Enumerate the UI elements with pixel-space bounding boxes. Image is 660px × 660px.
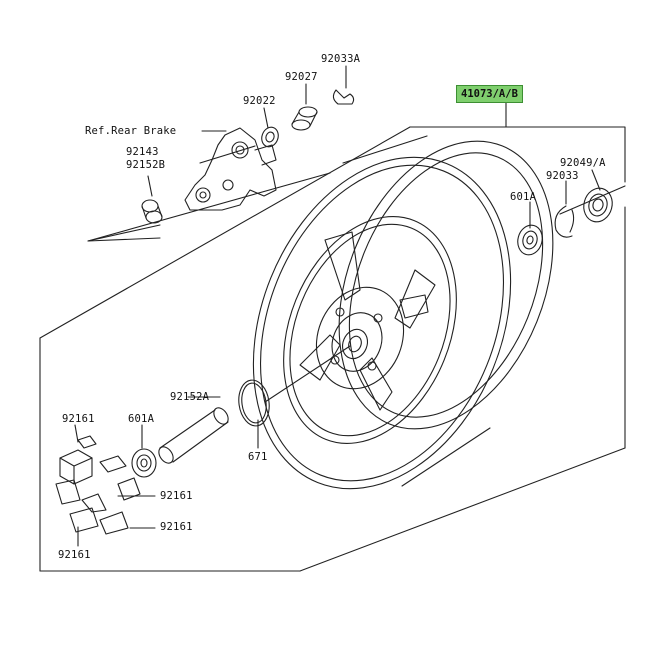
label-92143: 92143 [126, 146, 159, 158]
label-ref-rear-brake: Ref.Rear Brake [85, 125, 177, 137]
label-92161-mid2: 92161 [160, 521, 193, 533]
circlip-92033 [554, 205, 575, 238]
label-92049A: 92049/A [560, 157, 606, 169]
frame-outline [39, 126, 626, 572]
bearing-601A-top [517, 224, 543, 256]
label-92161-bottom: 92161 [58, 549, 91, 561]
label-92161-mid1: 92161 [160, 490, 193, 502]
label-92027: 92027 [285, 71, 318, 83]
clip-92033A [332, 89, 355, 105]
label-601A-top: 601A [510, 191, 537, 203]
seal-92049A [583, 187, 613, 223]
spacer-92152A [158, 407, 229, 464]
label-92022: 92022 [243, 95, 276, 107]
dampers-92161 [55, 435, 141, 535]
label-92152A: 92152A [170, 391, 210, 403]
leader-lines [74, 65, 626, 547]
brake-bracket [184, 127, 277, 211]
collar-92027 [291, 106, 318, 131]
bearing-601A-bottom [131, 448, 157, 478]
label-671: 671 [248, 451, 268, 463]
rear-wheel [252, 135, 554, 490]
label-92033: 92033 [546, 170, 579, 182]
label-92033A: 92033A [321, 53, 361, 65]
collar-92143 [141, 199, 163, 224]
assembly-label: 41073/A/B [456, 85, 523, 103]
o-ring-671 [238, 379, 270, 427]
label-601A-bottom: 601A [128, 413, 155, 425]
label-92161-top: 92161 [62, 413, 95, 425]
label-92152B: 92152B [126, 159, 166, 171]
